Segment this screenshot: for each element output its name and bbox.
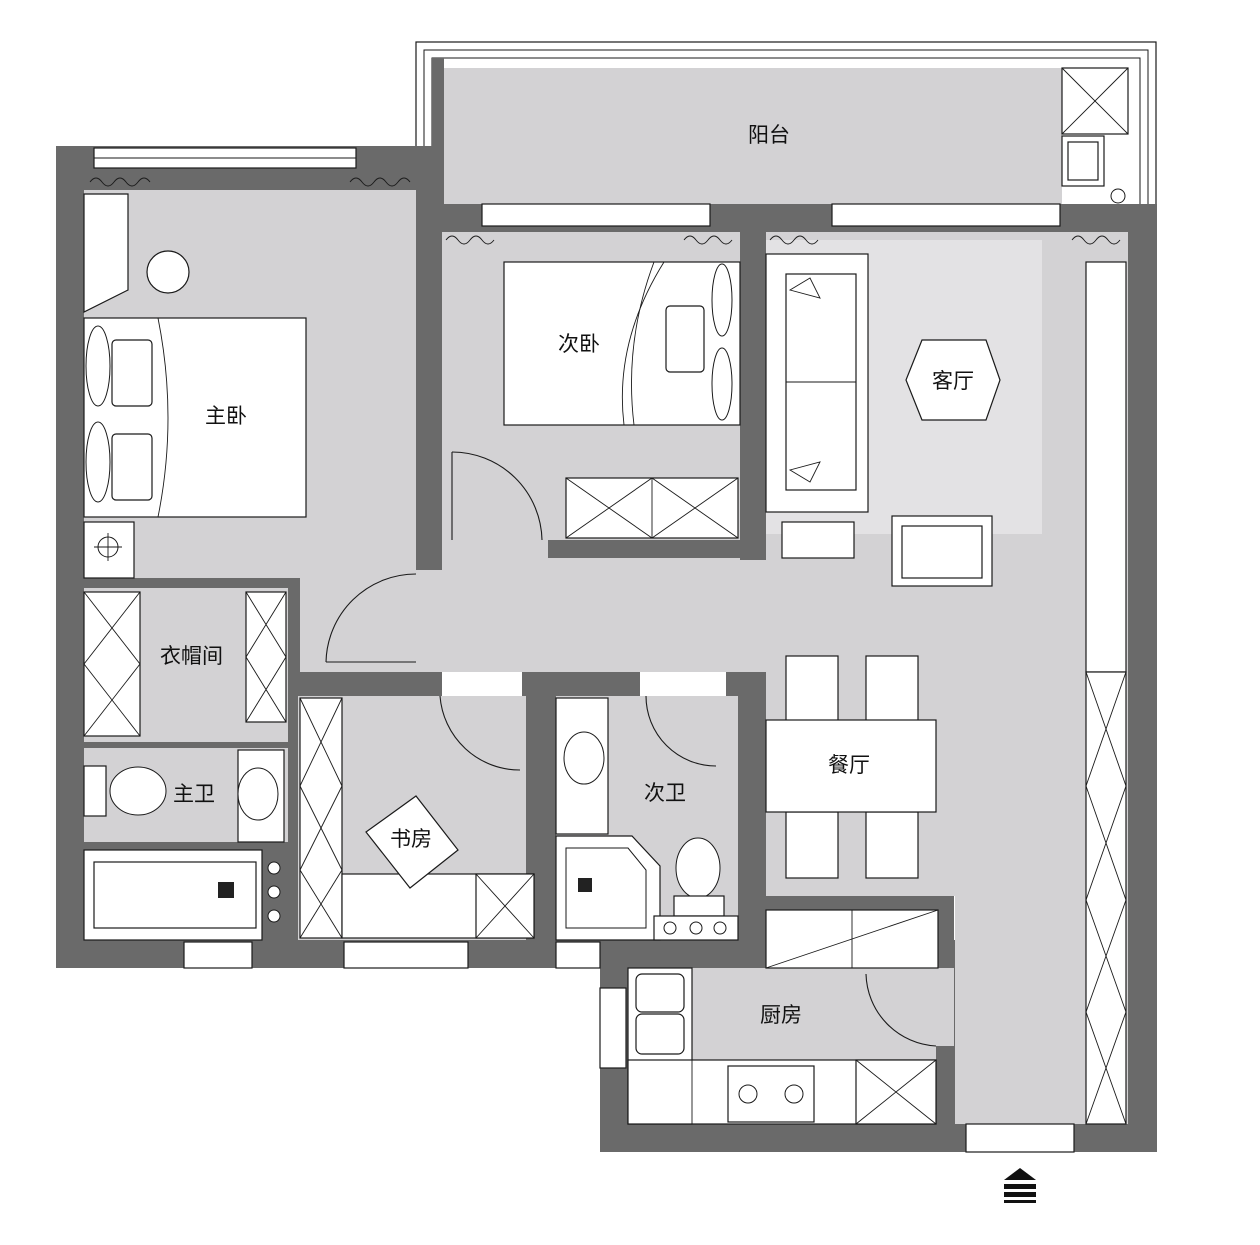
room-label-dining-room: 餐厅 xyxy=(828,753,870,777)
room-label-master-bathroom: 主卫 xyxy=(173,782,215,806)
second-bath-fixtures xyxy=(555,697,739,941)
wardrobes xyxy=(83,591,287,737)
storage-cabinets xyxy=(1085,671,1127,1125)
kitchen-fixtures xyxy=(627,909,939,1125)
balcony-fixtures xyxy=(1061,67,1129,204)
room-label-cloakroom: 衣帽间 xyxy=(160,644,223,668)
master-bath-fixtures xyxy=(83,749,285,941)
dining-table xyxy=(765,655,937,879)
living-furniture xyxy=(765,253,1127,673)
room-label-balcony: 阳台 xyxy=(748,123,790,147)
room-label-kitchen: 厨房 xyxy=(760,1003,802,1027)
room-label-study: 书房 xyxy=(390,827,432,851)
second-bed xyxy=(503,261,741,539)
room-label-second-bedroom: 次卧 xyxy=(558,332,600,356)
doors xyxy=(325,451,937,1047)
windows xyxy=(93,147,1075,1153)
entrance-arrow-icon xyxy=(1004,1168,1036,1203)
room-label-living-room: 客厅 xyxy=(932,369,974,393)
room-label-master-bedroom: 主卧 xyxy=(205,404,247,428)
study-furniture xyxy=(299,697,535,939)
master-bed xyxy=(83,193,307,579)
curtains xyxy=(89,177,1121,245)
room-label-second-bathroom: 次卫 xyxy=(644,781,686,805)
